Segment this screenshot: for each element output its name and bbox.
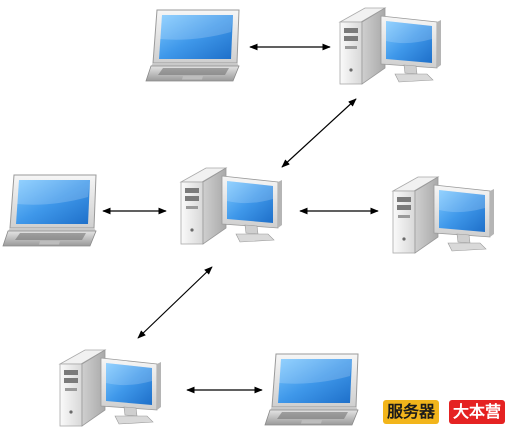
watermark-part1: 服务器 <box>383 400 440 424</box>
node-laptop-left <box>2 174 97 247</box>
laptop-icon <box>264 353 359 426</box>
node-desktop-top-right <box>339 7 442 85</box>
edge-desktop-top-right-desktop-center <box>281 98 357 168</box>
laptop-icon <box>145 9 240 82</box>
laptop-icon <box>2 174 97 247</box>
node-desktop-right <box>392 176 495 254</box>
edge-desktop-center-desktop-bottom-left <box>137 266 213 339</box>
desktop-computer-icon <box>180 167 283 245</box>
node-desktop-center <box>180 167 283 245</box>
desktop-computer-icon <box>392 176 495 254</box>
edges <box>102 43 379 394</box>
desktop-computer-icon <box>59 349 162 427</box>
desktop-computer-icon <box>339 7 442 85</box>
watermark-part2: 大本营 <box>449 400 506 424</box>
node-desktop-bottom-left <box>59 349 162 427</box>
node-laptop-top <box>145 9 240 82</box>
node-laptop-bottom-right <box>264 353 359 426</box>
